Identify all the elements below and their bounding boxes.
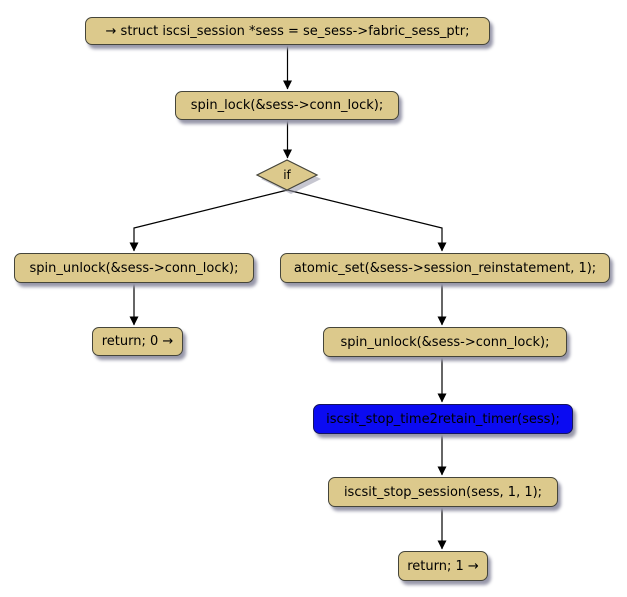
node-if-label: if	[283, 168, 291, 182]
node-start-label: → struct iscsi_session *sess = se_sess->…	[105, 23, 470, 39]
node-stop-time2retain-timer-label: iscsit_stop_time2retain_timer(sess);	[326, 411, 560, 427]
if-diamond	[255, 159, 319, 191]
node-spin-unlock-right-label: spin_unlock(&sess->conn_lock);	[340, 334, 550, 350]
node-stop-session: iscsit_stop_session(sess, 1, 1);	[328, 477, 558, 507]
node-atomic-set-label: atomic_set(&sess->session_reinstatement,…	[293, 260, 597, 276]
node-spin-unlock-right: spin_unlock(&sess->conn_lock);	[323, 327, 567, 357]
node-stop-session-label: iscsit_stop_session(sess, 1, 1);	[343, 484, 543, 500]
node-atomic-set: atomic_set(&sess->session_reinstatement,…	[280, 253, 610, 283]
node-return-one: return; 1 →	[398, 551, 488, 581]
node-return-zero-label: return; 0 →	[101, 334, 174, 349]
node-spin-unlock-left-label: spin_unlock(&sess->conn_lock);	[29, 260, 239, 276]
edge-if-to-spinunlock-left	[129, 189, 288, 252]
node-spin-unlock-left: spin_unlock(&sess->conn_lock);	[14, 253, 254, 283]
node-return-one-label: return; 1 →	[407, 558, 479, 574]
node-spin-lock: spin_lock(&sess->conn_lock);	[175, 91, 399, 120]
node-stop-time2retain-timer: iscsit_stop_time2retain_timer(sess);	[313, 404, 573, 434]
node-start: → struct iscsi_session *sess = se_sess->…	[85, 17, 490, 45]
node-return-zero: return; 0 →	[92, 327, 183, 356]
node-spin-lock-label: spin_lock(&sess->conn_lock);	[190, 98, 384, 113]
edge-if-to-atomicset	[287, 189, 447, 252]
